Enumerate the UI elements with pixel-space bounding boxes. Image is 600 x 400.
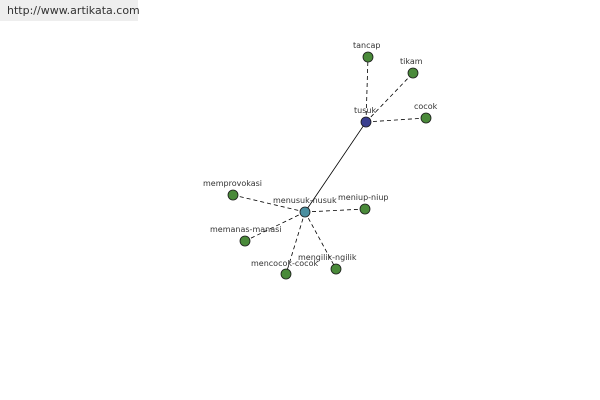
edge-menusuk-mengilik	[304, 211, 337, 270]
node-memanas[interactable]	[239, 235, 251, 247]
edge-tusuk-tancap	[365, 56, 369, 123]
edge-menusuk-mencocok	[285, 211, 306, 275]
node-label-meniup: meniup-niup	[338, 193, 388, 202]
node-label-cocok: cocok	[414, 102, 438, 111]
node-mencocok[interactable]	[280, 268, 292, 280]
node-label-memanas: memanas-manasi	[210, 225, 282, 234]
edge-tusuk-tikam	[365, 72, 414, 123]
node-label-mencocok: mencocok-cocok	[251, 259, 318, 268]
node-tancap[interactable]	[362, 51, 374, 63]
url-banner: http://www.artikata.com	[0, 0, 140, 21]
node-tusuk[interactable]	[360, 116, 372, 128]
edge-menusuk-memprovokasi	[232, 194, 306, 213]
nodes-group	[227, 51, 432, 280]
edge-menusuk-meniup	[304, 208, 366, 213]
node-label-tusuk: tusuk	[354, 106, 376, 115]
node-memprovokasi[interactable]	[227, 189, 239, 201]
node-label-menusuk: menusuk-nusuk	[273, 196, 337, 205]
edges-group	[232, 56, 427, 275]
node-label-memprovokasi: memprovokasi	[203, 179, 262, 188]
node-label-tikam: tikam	[400, 57, 423, 66]
node-menusuk[interactable]	[299, 206, 311, 218]
edge-menusuk-tusuk	[304, 121, 367, 213]
labels-group: menusuk-nusuk tusuk tancap tikam cocok mempro…	[203, 41, 438, 268]
node-cocok[interactable]	[420, 112, 432, 124]
node-label-tancap: tancap	[353, 41, 381, 50]
edge-tusuk-cocok	[365, 117, 427, 123]
url-text[interactable]: http://www.artikata.com	[7, 4, 140, 17]
node-mengilik[interactable]	[330, 263, 342, 275]
node-tikam[interactable]	[407, 67, 419, 79]
node-label-mengilik: mengilik-ngilik	[298, 253, 357, 262]
node-meniup[interactable]	[359, 203, 371, 215]
